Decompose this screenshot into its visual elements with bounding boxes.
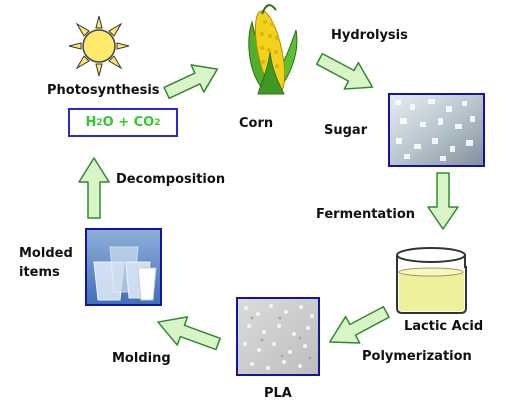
label-pla: PLA bbox=[264, 386, 292, 401]
cycle-arrows bbox=[78, 52, 459, 351]
label-molding: Molding bbox=[112, 351, 171, 366]
label-polymerization: Polymerization bbox=[362, 349, 472, 364]
sun-icon bbox=[68, 15, 130, 77]
label-fermentation: Fermentation bbox=[316, 207, 416, 222]
arrow-pla-to-molded bbox=[157, 316, 221, 351]
label-corn: Corn bbox=[239, 116, 274, 131]
label-photosynthesis: Photosynthesis bbox=[47, 83, 160, 98]
label-lactic-acid: Lactic Acid bbox=[404, 319, 484, 334]
formula-h-sub: 2 bbox=[96, 117, 103, 128]
molded-items-image bbox=[85, 228, 162, 306]
label-decomposition: Decomposition bbox=[116, 172, 226, 187]
sugar-image bbox=[388, 93, 485, 167]
label-hydrolysis: Hydrolysis bbox=[331, 28, 408, 43]
formula-o-plus-c: O + CO bbox=[102, 115, 155, 130]
arrow-molded-to-formula bbox=[78, 157, 110, 219]
arrow-corn-to-sugar bbox=[315, 52, 374, 90]
formula-c-sub: 2 bbox=[154, 117, 161, 128]
arrow-photosynthesis-to-corn bbox=[163, 64, 219, 100]
arrow-sugar-to-lactic bbox=[427, 172, 459, 230]
pla-image bbox=[236, 297, 320, 376]
beaker-icon bbox=[396, 247, 467, 314]
arrow-lactic-to-pla bbox=[328, 305, 390, 344]
formula-h: H bbox=[85, 115, 97, 130]
label-sugar: Sugar bbox=[324, 123, 368, 138]
corn-icon bbox=[248, 4, 298, 95]
label-molded-items-line1: Molded bbox=[19, 246, 73, 261]
label-molded-items-line2: items bbox=[19, 265, 60, 280]
